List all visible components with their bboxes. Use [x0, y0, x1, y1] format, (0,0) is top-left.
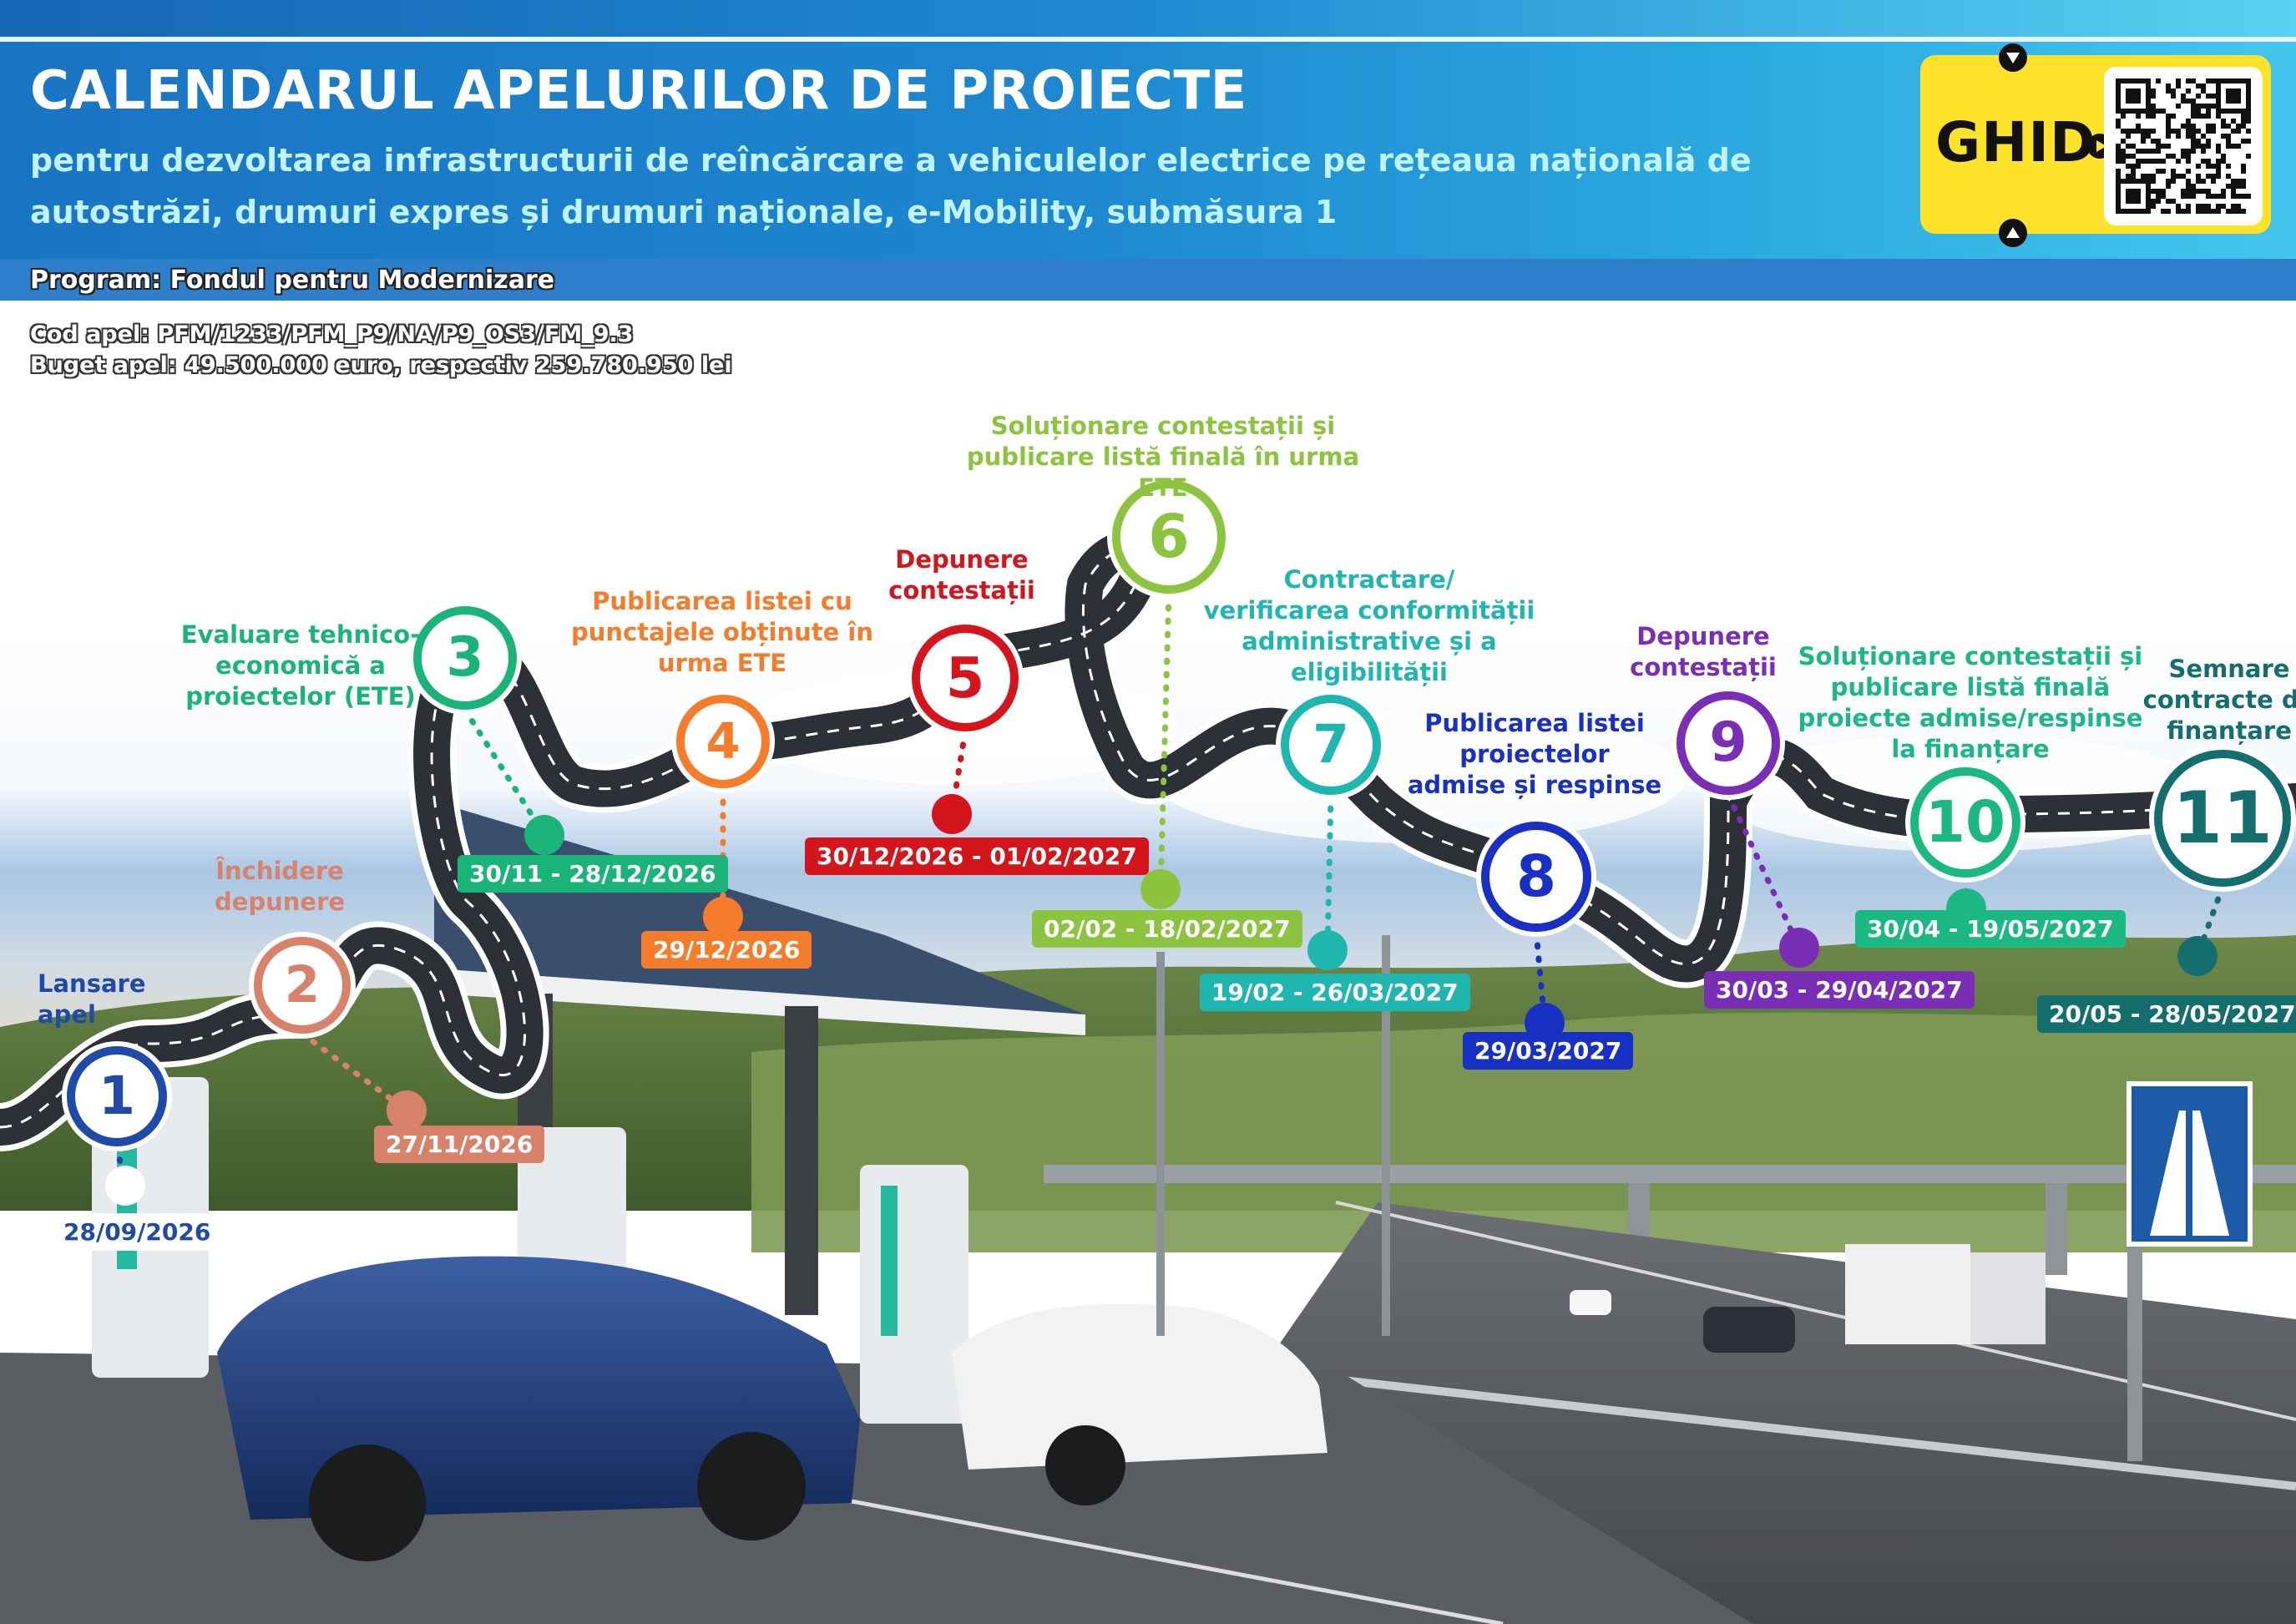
- call-budget: Buget apel: 49.500.000 euro, respectiv 2…: [30, 352, 732, 378]
- step-date-badge: 30/04 - 19/05/2027: [1855, 910, 2126, 948]
- step-label: Soluționare contestații și publicare lis…: [1798, 642, 2143, 763]
- step-date-badge: 29/03/2027: [1463, 1032, 1634, 1070]
- call-code: Cod apel: PFM/1233/PFM_P9/NA/P9_OS3/FM_9…: [30, 321, 634, 347]
- step-label: Depunere contestații: [888, 545, 1035, 605]
- step-label: Semnare contracte de finanțare: [2142, 655, 2296, 745]
- step-number-circle: 6: [1112, 480, 1226, 594]
- step-number-circle: 8: [1481, 822, 1591, 932]
- step-connector: [1157, 590, 1172, 893]
- step-number-circle: 5: [912, 625, 1019, 731]
- step-label: Contractare/ verificarea conformității a…: [1203, 565, 1535, 686]
- step-date-badge: 19/02 - 26/03/2027: [1200, 974, 1470, 1011]
- step-dot: [1779, 928, 1819, 968]
- header-divider: [0, 37, 2296, 42]
- step-number-circle: 11: [2154, 750, 2291, 887]
- step-date-badge: 30/12/2026 - 01/02/2027: [805, 837, 1149, 875]
- step-connector: [2194, 883, 2226, 959]
- arrow-up-icon: [1999, 219, 2027, 247]
- ghid-label[interactable]: GHID: [1935, 110, 2096, 175]
- step-date-badge: 02/02 - 18/02/2027: [1032, 910, 1302, 948]
- step-date-badge: 27/11/2026: [374, 1126, 545, 1163]
- step-label: Soluționare contestații și publicare lis…: [966, 412, 1360, 502]
- subtitle-line-1: pentru dezvoltarea infrastructurii de re…: [30, 142, 1752, 179]
- step-date-badge: 29/12/2026: [641, 931, 812, 969]
- page-title: CALENDARUL APELURILOR DE PROIECTE: [30, 60, 1247, 122]
- step-dot: [524, 815, 564, 855]
- program-band: [0, 259, 2296, 301]
- step-dot: [2177, 936, 2218, 976]
- qr-code-icon[interactable]: [2104, 67, 2263, 225]
- step-label: Publicarea listei cu punctajele obținute…: [571, 587, 873, 677]
- step-connector: [462, 706, 548, 838]
- step-dot: [703, 897, 743, 937]
- step-date-badge: 30/03 - 29/04/2027: [1704, 971, 1975, 1009]
- step-connector: [1324, 792, 1334, 954]
- step-number-circle: 9: [1676, 691, 1780, 795]
- step-connector: [1533, 928, 1548, 1026]
- header-banner: [0, 0, 2296, 259]
- step-number-circle: 2: [254, 937, 351, 1034]
- step-date-badge: 28/09/2026: [52, 1213, 223, 1251]
- arrow-down-icon: [1999, 43, 2027, 72]
- step-label: Depunere contestații: [1630, 622, 1777, 681]
- step-connector: [299, 1030, 410, 1114]
- subtitle-line-2: autostrăzi, drumuri expres și drumuri na…: [30, 194, 1338, 230]
- step-date-badge: 20/05 - 28/05/2027: [2037, 995, 2296, 1033]
- step-label: Evaluare tehnico- economică a proiectelo…: [180, 620, 421, 711]
- step-label: Închidere depunere: [214, 857, 346, 916]
- step-number-circle: 1: [67, 1046, 167, 1146]
- step-label: Lansare apel: [38, 969, 146, 1029]
- step-label: Publicarea listei proiectelor admise și …: [1407, 709, 1662, 799]
- header-top-strip: [0, 0, 2296, 37]
- step-dot: [387, 1090, 427, 1131]
- step-dot: [1140, 869, 1181, 909]
- step-number-circle: 10: [1910, 767, 2020, 878]
- step-dot: [932, 794, 972, 834]
- program-label: Program: Fondul pentru Modernizare: [30, 266, 555, 295]
- step-dot: [1307, 930, 1348, 970]
- step-number-circle: 3: [413, 606, 517, 710]
- step-date-badge: 30/11 - 28/12/2026: [458, 855, 728, 893]
- step-dot: [105, 1166, 145, 1206]
- step-connector: [1725, 792, 1803, 951]
- step-number-circle: 4: [676, 695, 770, 788]
- step-number-circle: 7: [1281, 695, 1381, 795]
